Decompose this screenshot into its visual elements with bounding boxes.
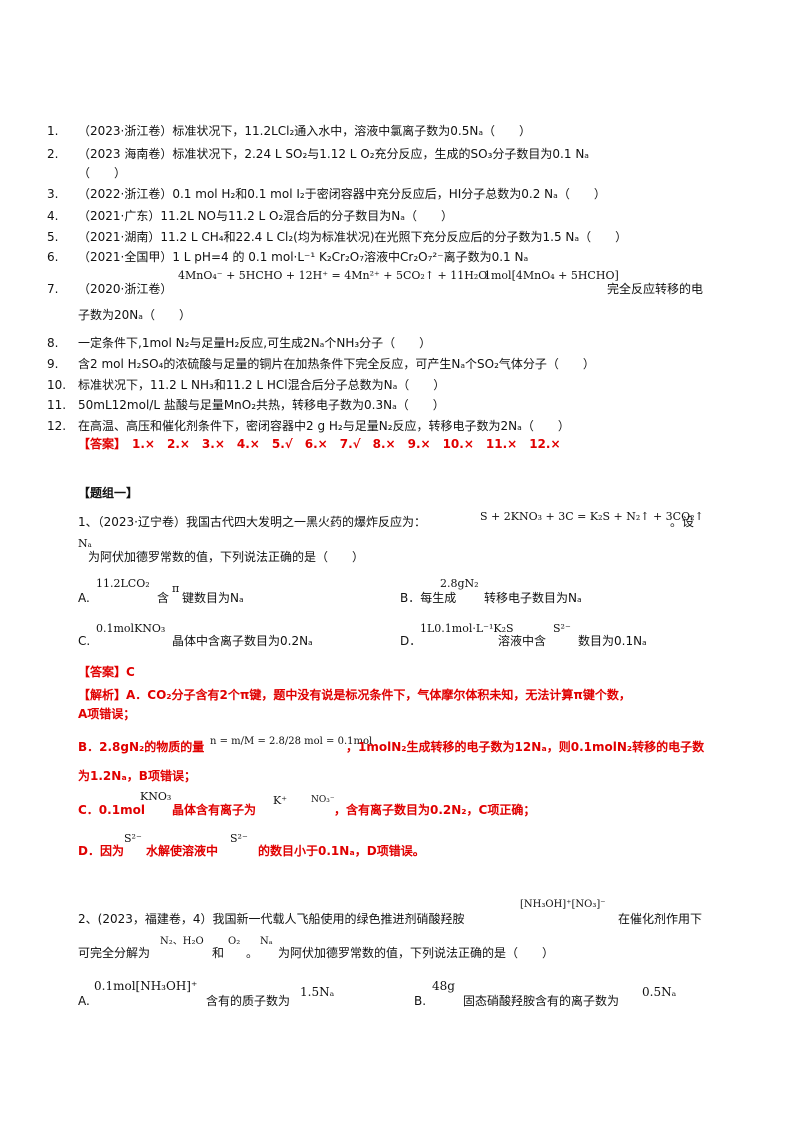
- q1-option-a-pi: π: [172, 582, 180, 595]
- q1-option-d-label: D．: [400, 634, 422, 648]
- q1-option-c-formula: 0.1molKNO₃: [96, 622, 166, 635]
- q1-option-b-formula: 2.8gN₂: [440, 577, 479, 590]
- q1-stem-line2: 为阿伏加德罗常数的值，下列说法正确的是（ ）: [88, 550, 365, 564]
- q1-explanation-d-line1: D．因为: [78, 844, 124, 858]
- question-number: 8.: [47, 336, 59, 350]
- q1-explanation-d-line2: 水解使溶液中: [146, 844, 219, 858]
- question-text: 含2 mol H₂SO₄的浓硫酸与足量的铜片在加热条件下完全反应，可产生Nₐ个S…: [78, 357, 595, 371]
- q2-option-a-text: 含有的质子数为: [206, 994, 291, 1008]
- q2-option-b-label: B.: [414, 994, 427, 1008]
- question-number: 9.: [47, 357, 59, 371]
- question-text: （2023 海南卷）标准状况下，2.24 L SO₂与1.12 L O₂充分反应…: [78, 147, 589, 161]
- q1-option-d-text2: 数目为0.1Nₐ: [578, 634, 647, 648]
- question-text: 标准状况下，11.2 L NH₃和11.2 L HCl混合后分子总数为Nₐ（ ）: [78, 378, 446, 392]
- q2-option-a-formula: 0.1mol[NH₃OH]⁺: [94, 979, 198, 993]
- q1-option-b-text: 转移电子数目为Nₐ: [484, 591, 582, 605]
- q2-stem-line2-c: 。: [246, 946, 259, 960]
- q2-stem-line2-a: 可完全分解为: [78, 946, 151, 960]
- q1-option-a-text1: 含: [157, 591, 170, 605]
- q2-stem-line2-d: 为阿伏加德罗常数的值，下列说法正确的是（ ）: [278, 946, 555, 960]
- q7-text-line2: 子数为20Nₐ（ ）: [78, 308, 191, 322]
- q1-equation: S + 2KNO₃ + 3C = K₂S + N₂↑ + 3CO₂↑: [480, 510, 704, 523]
- q7-text-tail: 完全反应转移的电: [607, 282, 704, 296]
- q2-option-b-formula: 48g: [432, 979, 455, 993]
- q1-explanation-c-line1: C．0.1mol: [78, 803, 145, 817]
- question-text: （2021·全国甲）1 L pH=4 的 0.1 mol·L⁻¹ K₂Cr₂O₇…: [78, 250, 529, 264]
- question-text: 在高温、高压和催化剂条件下，密闭容器中2 g H₂与足量N₂反应，转移电子数为2…: [78, 419, 570, 433]
- q1-option-a-label: A.: [78, 591, 90, 605]
- q7-equation: 4MnO₄⁻ + 5HCHO + 12H⁺ = 4Mn²⁺ + 5CO₂↑ + …: [178, 269, 488, 282]
- q1-explanation-c-k-ion: K⁺: [273, 794, 288, 807]
- q1-explanation-a-line1: 【解析】A．CO₂分子含有2个π键，题中没有说是标况条件下，气体摩尔体积未知，无…: [78, 688, 631, 702]
- q1-na-symbol: Nₐ: [78, 537, 92, 550]
- q1-explanation-c-formula: KNO₃: [140, 790, 172, 803]
- q1-explanation-c-line2: 晶体含有离子为: [172, 803, 257, 817]
- question-text-continued: （ ）: [78, 166, 127, 180]
- answer-line: 【答案】 1.× 2.× 3.× 4.× 5.√ 6.× 7.√ 8.× 9.×…: [78, 437, 561, 451]
- q1-explanation-b-line1: B．2.8gN₂的物质的量: [78, 740, 205, 754]
- q2-stem-line1-end: 在催化剂作用下: [618, 912, 703, 926]
- q1-option-d-s-ion: S²⁻: [553, 622, 571, 635]
- q1-option-d-formula: 1L0.1mol·L⁻¹K₂S: [420, 622, 514, 635]
- q2-stem-line2-b: 和: [212, 946, 225, 960]
- q1-option-a-text2: 键数目为Nₐ: [182, 591, 244, 605]
- question-text: （2022·浙江卷）0.1 mol H₂和0.1 mol I₂于密闭容器中充分反…: [78, 187, 606, 201]
- question-text: 50mL12mol/L 盐酸与足量MnO₂共热，转移电子数为0.3Nₐ（ ）: [78, 398, 445, 412]
- q2-formula-hydroxylamine-nitrate: [NH₃OH]⁺[NO₃]⁻: [520, 899, 606, 910]
- q1-option-c-text: 晶体中含离子数目为0.2Nₐ: [172, 634, 313, 648]
- q1-explanation-c-no3-ion: NO₃⁻: [311, 795, 335, 805]
- question-number: 7.: [47, 282, 59, 296]
- q1-explanation-b-line3: 为1.2Nₐ，B项错误；: [78, 769, 196, 783]
- q2-option-a-label: A.: [78, 994, 90, 1008]
- q2-option-a-value: 1.5Nₐ: [300, 985, 335, 999]
- question-number: 11.: [47, 398, 67, 412]
- question-number: 10.: [47, 378, 67, 392]
- q1-option-c-label: C.: [78, 634, 91, 648]
- q1-option-a-formula: 11.2LCO₂: [96, 577, 150, 590]
- question-number: 12.: [47, 419, 67, 433]
- q1-option-d-text1: 溶液中含: [498, 634, 547, 648]
- q2-formula-o2: O₂: [228, 936, 241, 947]
- q1-answer: 【答案】C: [78, 665, 135, 679]
- q1-explanation-b-line2: ，1molN₂生成转移的电子数为12Nₐ，则0.1molN₂转移的电子数: [346, 740, 705, 754]
- q2-stem-line1: 2、(2023，福建卷，4）我国新一代载人飞船使用的绿色推进剂硝酸羟胺: [78, 912, 465, 926]
- question-text: 一定条件下,1mol N₂与足量H₂反应,可生成2Nₐ个NH₃分子（ ）: [78, 336, 432, 350]
- q2-formula-products: N₂、H₂O: [160, 936, 204, 947]
- question-text: （2021·广东）11.2L NO与11.2 L O₂混合后的分子数目为Nₐ（ …: [78, 209, 453, 223]
- q1-stem-end: 。设: [670, 515, 695, 529]
- q1-option-b-label: B．每生成: [400, 591, 457, 605]
- question-number: 4.: [47, 209, 59, 223]
- question-text: （2021·湖南）11.2 L CH₄和22.4 L Cl₂(均为标准状况)在光…: [78, 230, 628, 244]
- q2-option-b-text: 固态硝酸羟胺含有的离子数为: [463, 994, 620, 1008]
- group-title: 【题组一】: [78, 486, 139, 500]
- question-number: 2.: [47, 147, 59, 161]
- q7-formula-amount: 1mol[4MnO₄ + 5HCHO]: [484, 269, 619, 282]
- question-number: 1.: [47, 124, 59, 138]
- q1-explanation-c-line3: ，含有离子数目为0.2N₂，C项正确；: [334, 803, 536, 817]
- q2-option-b-value: 0.5Nₐ: [642, 985, 677, 999]
- q1-stem-line1: 1、（2023·辽宁卷）我国古代四大发明之一黑火药的爆炸反应为：: [78, 515, 426, 529]
- question-number: 6.: [47, 250, 59, 264]
- q1-explanation-d-line3: 的数目小于0.1Nₐ，D项错误。: [258, 844, 425, 858]
- q2-na-symbol: Nₐ: [260, 936, 273, 947]
- q1-explanation-d-s-ion: S²⁻: [124, 832, 142, 845]
- q1-explanation-d-s-ion-2: S²⁻: [230, 832, 248, 845]
- question-number: 5.: [47, 230, 59, 244]
- question-text: （2023·浙江卷）标准状况下，11.2LCl₂通入水中，溶液中氯离子数为0.5…: [78, 124, 532, 138]
- q1-explanation-a-line2: A项错误；: [78, 707, 136, 721]
- question-text: （2020·浙江卷）: [78, 282, 173, 296]
- q1-explanation-b-formula: n = m/M = 2.8/28 mol = 0.1mol: [210, 736, 373, 747]
- question-number: 3.: [47, 187, 59, 201]
